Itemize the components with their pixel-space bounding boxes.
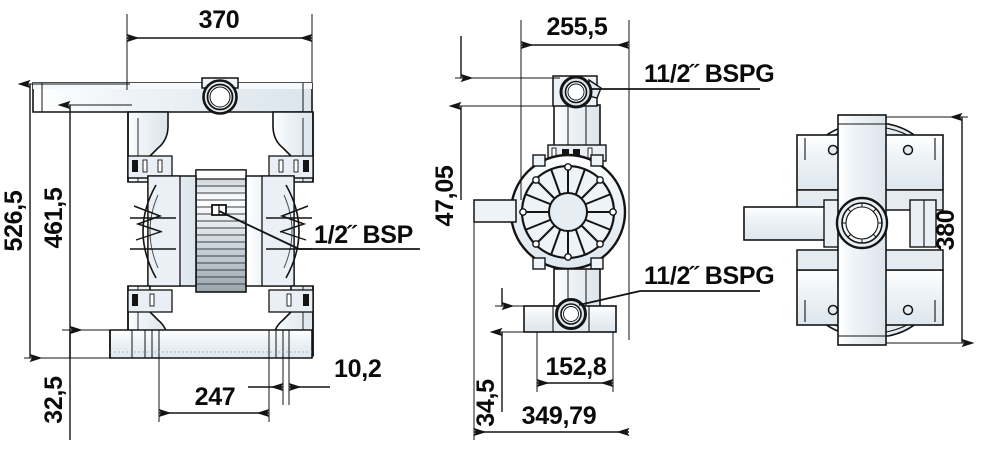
- dimension-front-foot-span-247: 247: [158, 358, 270, 422]
- dimension-side-width-255-5: 255,5: [520, 13, 630, 340]
- top-center-boss: [835, 196, 889, 250]
- side-air-inlet: [473, 199, 517, 223]
- callout-front-fluid-port: 1/2˝ BSP: [218, 210, 420, 250]
- side-elevation-view: 255,5 47,05 34,5 152,8: [431, 13, 775, 440]
- dimension-side-port-top-47-05: 47,05: [431, 36, 560, 227]
- top-air-inlet-arm: [743, 199, 937, 248]
- front-left-diaphragm-chamber: [130, 175, 197, 287]
- callout-side-port-top: 11/2˝ BSPG: [592, 60, 775, 90]
- front-top-port: [201, 77, 239, 115]
- callout-side-port-bottom: 11/2˝ BSPG: [578, 262, 775, 306]
- callout-label-bspg-top: 11/2˝ BSPG: [644, 60, 774, 88]
- front-top-plate: [32, 82, 313, 113]
- front-right-housing-upper: [268, 111, 314, 183]
- front-center-shaft: [195, 169, 247, 293]
- callout-label-bspg-bottom: 11/2˝ BSPG: [644, 262, 774, 290]
- front-left-housing-upper: [127, 111, 173, 183]
- dimension-side-width-349-79: 349,79: [473, 222, 630, 440]
- dimension-front-height-526: 526,5: [0, 79, 130, 363]
- dimension-front-height-461: 461,5: [40, 100, 132, 335]
- dimension-side-foot-span-152-8: 152,8: [536, 332, 614, 392]
- dim-label-380: 380: [932, 210, 960, 251]
- dimension-front-foot-height-32-5: 32,5: [40, 325, 83, 440]
- dimension-front-width-370: 370: [126, 6, 313, 90]
- dim-label-526-5: 526,5: [0, 190, 28, 251]
- dim-label-255-5: 255,5: [546, 13, 607, 41]
- side-upper-manifold: [547, 104, 607, 162]
- dim-label-32-5: 32,5: [40, 376, 68, 424]
- front-base-plate: [109, 329, 313, 359]
- front-right-diaphragm-chamber: [245, 175, 312, 287]
- dimension-front-foot-thickness-10-2: 10,2: [248, 355, 382, 405]
- callout-label-half-bsp: 1/2˝ BSP: [314, 221, 413, 249]
- dim-label-461-5: 461,5: [40, 187, 68, 248]
- dim-label-34-5: 34,5: [472, 379, 500, 427]
- side-pump-body: [509, 153, 627, 271]
- dim-label-47-05: 47,05: [431, 165, 459, 226]
- dim-label-370: 370: [199, 6, 240, 34]
- dim-label-152-8: 152,8: [545, 353, 606, 381]
- dim-label-349-79: 349,79: [522, 402, 597, 430]
- top-plan-view: 380: [743, 112, 975, 348]
- side-top-port: [552, 75, 602, 109]
- dim-label-247: 247: [195, 383, 236, 411]
- dim-label-10-2: 10,2: [334, 355, 381, 383]
- side-bottom-port: [523, 298, 617, 333]
- dimension-top-height-380: 380: [886, 112, 975, 348]
- front-elevation-view: 370 526,5 461,5 32,5 247: [0, 6, 420, 440]
- dimension-side-port-bottom-34-5: 34,5: [472, 288, 560, 427]
